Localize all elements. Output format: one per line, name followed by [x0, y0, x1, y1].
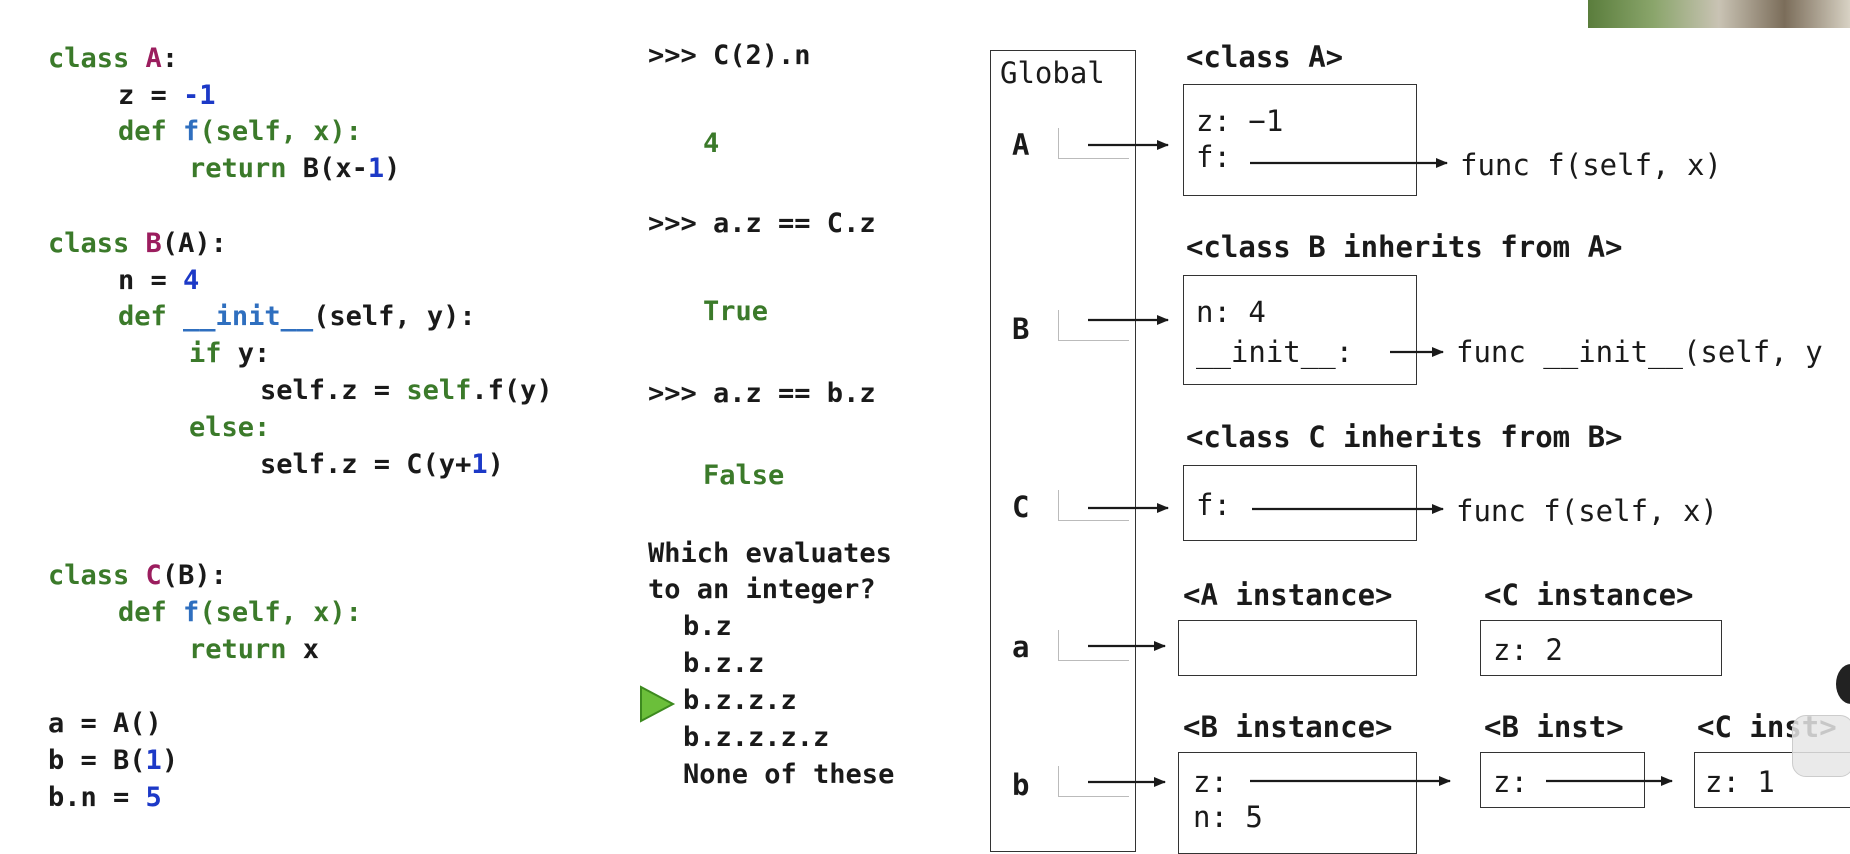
b-instance-title: <B instance> [1183, 710, 1393, 744]
code-line-b-else: else: [189, 412, 271, 443]
c-instance-attr-z: z: 2 [1493, 633, 1563, 667]
code-line-c-return: return x [189, 634, 320, 665]
global-frame-title: Global [1000, 56, 1105, 90]
class-b-title: <class B inherits from A> [1186, 230, 1623, 264]
repl-question-3: >>> a.z == b.z [648, 378, 876, 409]
code-line-b-self1: self.z = self.f(y) [260, 375, 553, 406]
repl-answer-3: False [703, 460, 785, 491]
code-line-b-n: n = 4 [118, 265, 200, 296]
quiz-option[interactable]: b.z [683, 611, 732, 642]
c-instance-box [1480, 620, 1722, 676]
quiz-question-line-2: to an integer? [648, 574, 876, 605]
code-line-a-assign: a = A() [48, 708, 162, 739]
repl-question-1: >>> C(2).n [648, 40, 811, 71]
b-inst-nested-attr-z: z: [1493, 765, 1528, 799]
quiz-option[interactable]: b.z.z.z.z [683, 722, 830, 753]
class-b-func-target: func __init__(self, y [1456, 335, 1823, 369]
binding-slot [1058, 128, 1129, 159]
global-name-b-instance: b [1012, 768, 1030, 802]
class-c-box [1183, 465, 1417, 541]
binding-slot [1058, 630, 1129, 661]
global-name-a-instance: a [1012, 630, 1030, 664]
a-instance-title: <A instance> [1183, 578, 1393, 612]
class-a-attr-f: f: [1196, 140, 1231, 174]
b-instance-attr-n: n: 5 [1193, 800, 1263, 834]
code-line-class-b: class B(A): [48, 228, 227, 259]
code-line-a-return: return B(x-1) [189, 153, 401, 184]
code-line-b-init: def __init__(self, y): [118, 301, 476, 332]
global-name-c-class: C [1012, 490, 1030, 524]
quiz-option[interactable]: b.z.z [683, 648, 765, 679]
b-instance-box [1178, 752, 1417, 854]
floating-button[interactable] [1792, 715, 1850, 777]
quiz-option[interactable]: None of these [683, 759, 895, 790]
class-a-func-target: func f(self, x) [1460, 148, 1722, 182]
global-name-b-class: B [1012, 312, 1030, 346]
side-indicator [1836, 664, 1850, 704]
repl-answer-1: 4 [703, 128, 720, 159]
code-line-a-def: def f(self, x): [118, 116, 362, 147]
c-instance-title: <C instance> [1484, 578, 1694, 612]
global-frame [990, 50, 1136, 852]
quiz-question-line-1: Which evaluates [648, 538, 892, 569]
code-line-class-c: class C(B): [48, 560, 227, 591]
class-b-attr-n: n: 4 [1196, 295, 1266, 329]
quiz-option[interactable]: b.z.z.z [683, 685, 797, 716]
class-a-attr-z: z: −1 [1196, 104, 1284, 138]
code-line-b-assign: b = B(1) [48, 745, 179, 776]
repl-question-2: >>> a.z == C.z [648, 208, 876, 239]
a-instance-box [1178, 620, 1417, 676]
class-c-attr-f: f: [1196, 488, 1231, 522]
class-a-title: <class A> [1186, 40, 1344, 74]
code-line-b-self2: self.z = C(y+1) [260, 449, 504, 480]
global-name-a-class: A [1012, 128, 1030, 162]
repl-answer-2: True [703, 296, 769, 327]
selection-marker-icon [640, 685, 676, 723]
webcam-thumbnail [1588, 0, 1850, 28]
code-line-b-if: if y: [189, 338, 271, 369]
class-b-box [1183, 275, 1417, 385]
binding-slot [1058, 766, 1129, 797]
b-inst-nested-title: <B inst> [1484, 710, 1624, 744]
class-a-box [1183, 84, 1417, 196]
b-instance-attr-z: z: [1193, 765, 1228, 799]
code-line-c-def: def f(self, x): [118, 597, 362, 628]
class-b-attr-init: __init__: [1196, 335, 1354, 369]
binding-slot [1058, 310, 1129, 341]
code-line-a-z: z = -1 [118, 80, 216, 111]
c-inst-nested-attr-z: z: 1 [1705, 765, 1775, 799]
class-c-title: <class C inherits from B> [1186, 420, 1623, 454]
code-line-bn-assign: b.n = 5 [48, 782, 162, 813]
binding-slot [1058, 490, 1129, 521]
code-line-class-a: class A: [48, 43, 179, 74]
class-c-func-target: func f(self, x) [1456, 494, 1718, 528]
